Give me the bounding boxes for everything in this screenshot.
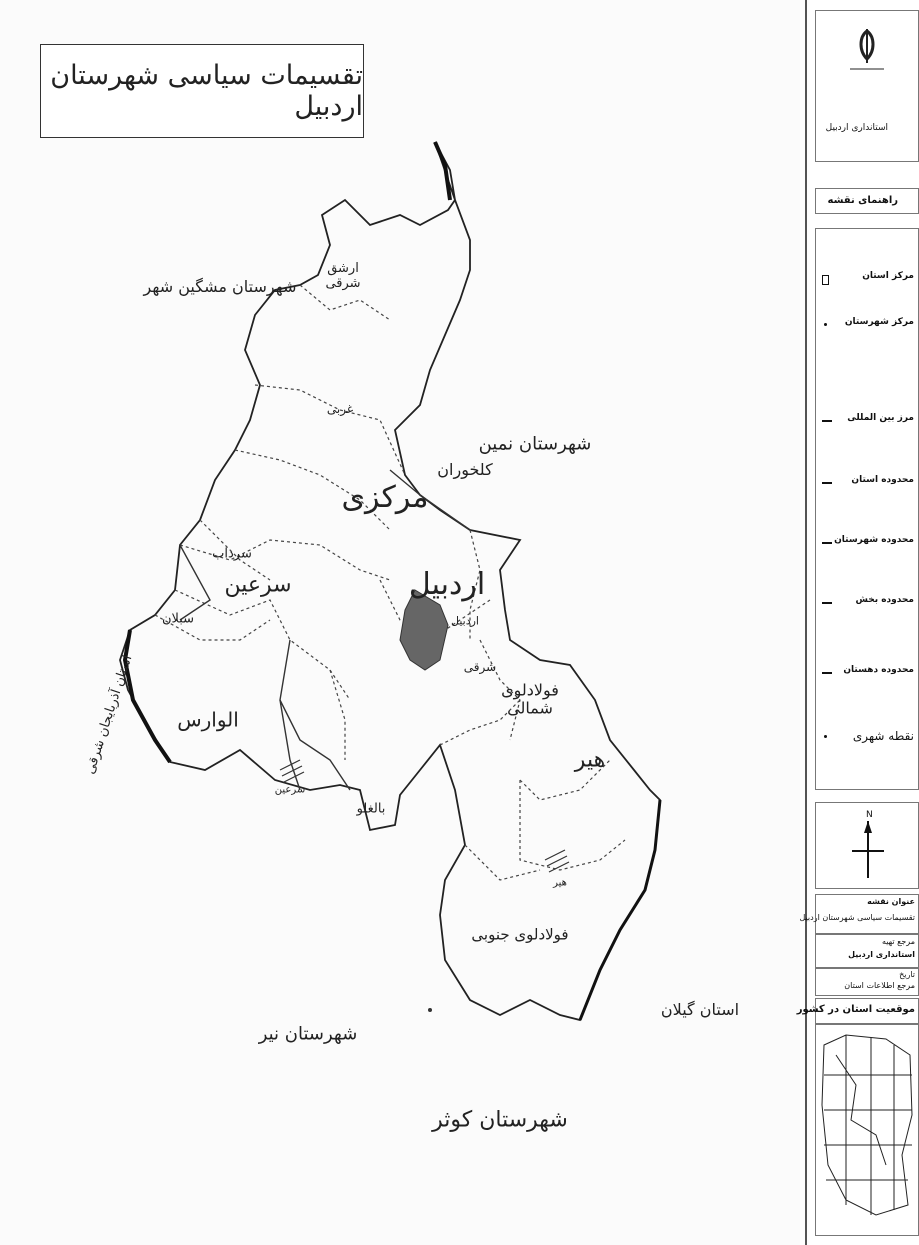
source-box: مرجع تهیه استانداری اردبیل: [815, 934, 919, 968]
point-marker: [428, 1008, 432, 1012]
legend-title: راهنمای نقشه: [827, 195, 899, 206]
line-icon: [822, 542, 832, 544]
org-name: استانداری اردبیل: [825, 123, 888, 133]
source-value: استانداری اردبیل: [848, 950, 915, 959]
hir-city-symbol: [544, 849, 570, 873]
label-markazi: مرکزی: [341, 479, 429, 515]
org-box: استانداری اردبیل: [815, 10, 919, 162]
label-hir-city: هیر: [553, 877, 567, 889]
label-fuladlui-shomali: فولادلوی شمالی: [501, 680, 559, 718]
label-gilan: استان گیلان: [660, 999, 740, 1019]
map-title-box: تقسیمات سیاسی شهرستان اردبیل: [40, 44, 364, 138]
dot-icon: [824, 323, 827, 326]
square-icon: [822, 275, 829, 285]
dash-icon: [822, 672, 832, 674]
international-border: [122, 629, 172, 764]
ardabil-city-area: [399, 589, 449, 671]
label-alvars: الوارس: [177, 707, 239, 732]
legend-panel: استانداری اردبیل راهنمای نقشه مرکز استان…: [797, 0, 919, 1245]
label-kolkhoran: کلخوران: [437, 459, 493, 479]
label-namin: شهرستان نمین: [478, 433, 592, 455]
label-meshgin: شهرستان مشگین شهر: [143, 276, 297, 296]
legend-item: محدوده شهرستان: [816, 535, 918, 551]
date-label: تاریخ: [899, 970, 915, 979]
legend-item: مرز بین المللی: [816, 413, 918, 429]
north-arrow-icon: N: [852, 810, 884, 878]
map-svg: [119, 141, 662, 1022]
legend-item: محدوده دهستان: [816, 665, 918, 681]
label-balagh: بالغلو: [356, 801, 386, 817]
legend-item: نقطه شهری: [816, 729, 918, 745]
label-sareyn: سرعین: [224, 572, 292, 598]
international-border-ne: [433, 141, 452, 201]
legend-box: مرکز استان مرکز شهرستان مرز بین المللی م…: [815, 228, 919, 790]
label-arshaq-sharghi: ارشق شرقی: [325, 261, 361, 291]
locator-map: [821, 1034, 913, 1216]
map-canvas: تقسیمات سیاسی شهرستان اردبیل اردبیل مرکز…: [40, 44, 740, 1133]
label-ardabil: اردبیل: [408, 566, 486, 602]
label-sardabeh: سرداب: [212, 546, 252, 562]
north-label: N: [866, 810, 873, 820]
map-title: تقسیمات سیاسی شهرستان اردبیل: [50, 60, 363, 122]
dash-icon: [822, 602, 832, 604]
title-label: عنوان نقشه: [867, 897, 915, 906]
label-sabalan: سبلان: [161, 611, 195, 627]
legend-item: مرکز استان: [816, 271, 918, 287]
legend-item: محدوده بخش: [816, 595, 918, 611]
bakhsh-lines: [179, 469, 471, 791]
date-value: مرجع اطلاعات استان: [844, 981, 915, 990]
sareyn-city-symbol: [279, 759, 305, 783]
label-hir: هیر: [574, 747, 606, 773]
panel-map-title: تقسیمات سیاسی شهرستان اردبیل: [799, 913, 915, 922]
date-box: تاریخ مرجع اطلاعات استان: [815, 968, 919, 996]
legend-item: مرکز شهرستان: [816, 317, 918, 333]
map-title-info-box: عنوان نقشه تقسیمات سیاسی شهرستان اردبیل: [799, 894, 919, 934]
county-boundary: [119, 141, 661, 1022]
locator-title: موقعیت استان در کشور: [796, 1004, 915, 1015]
emblem-icon: [850, 29, 884, 70]
label-sharghi: شرقی: [463, 660, 497, 675]
label-kowsar: شهرستان کوثر: [432, 1107, 568, 1133]
international-border-e: [578, 799, 662, 1021]
label-gharbi: غربی: [326, 402, 354, 417]
district-lines: [154, 284, 626, 881]
dot-icon: [824, 735, 827, 738]
label-ardabil-city: اردبیل: [451, 614, 479, 628]
north-arrow-box: N: [815, 802, 919, 889]
line-icon: [822, 482, 832, 484]
locator-map-box: [815, 1024, 919, 1236]
source-label: مرجع تهیه: [881, 937, 915, 946]
label-nir: شهرستان نیر: [258, 1023, 358, 1045]
label-fuladlui-jonubi: فولادلوی جنوبی: [471, 925, 569, 944]
legend-item: محدوده استان: [816, 475, 918, 491]
legend-title-box: راهنمای نقشه: [815, 188, 919, 214]
line-icon: [822, 420, 832, 422]
locator-title-box: موقعیت استان در کشور: [797, 998, 919, 1024]
label-sareyn-city: سرعین: [274, 784, 306, 796]
